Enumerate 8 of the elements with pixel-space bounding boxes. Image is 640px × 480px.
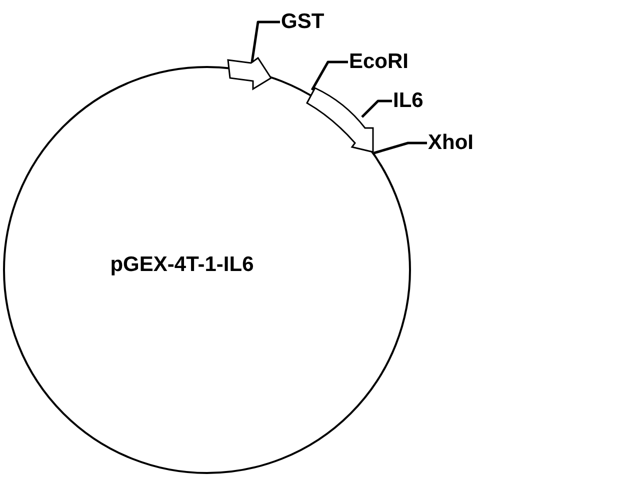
- feature-label: XhoI: [428, 132, 474, 154]
- leader-line: [310, 60, 348, 91]
- feature-label: GST: [281, 11, 324, 33]
- feature-label: IL6: [393, 90, 424, 112]
- plasmid-name: pGEX-4T-1-IL6: [110, 253, 254, 277]
- leader-line: [250, 20, 280, 62]
- leader-line: [361, 100, 392, 118]
- feature-label: EcoRI: [349, 51, 409, 73]
